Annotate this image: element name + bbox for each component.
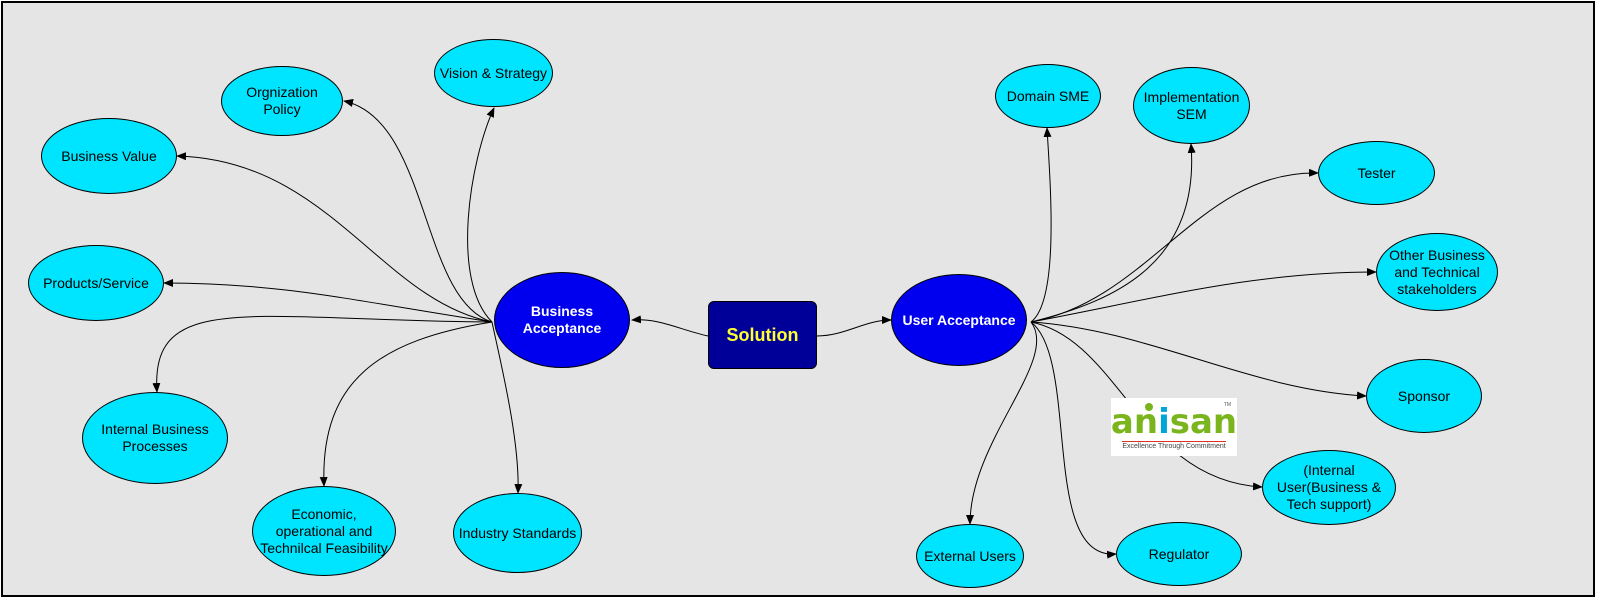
solution-label: Solution [726,324,799,345]
logo-tagline: Excellence Through Commitment [1122,440,1226,450]
implementation-sem-node[interactable]: Implementation SEM [1133,67,1250,144]
external-users-label: External Users [924,547,1016,564]
solution-node[interactable]: Solution [708,301,817,369]
link-solution-business [631,315,709,337]
industry-standards-label: Industry Standards [458,524,577,541]
link-user-external [966,321,1038,525]
link-user-sponsor [1030,321,1367,400]
internal-business-processes-node[interactable]: Internal Business Processes [82,392,228,484]
link-business-industry [491,321,523,494]
products-service-label: Products/Service [43,274,149,291]
link-user-regulator [1030,321,1117,559]
external-users-node[interactable]: External Users [916,524,1024,588]
link-business-orgpolicy [343,99,493,323]
logo-wordmark: anisan [1110,401,1238,442]
user-acceptance-label: User Acceptance [902,311,1016,328]
tester-label: Tester [1357,164,1396,181]
sponsor-label: Sponsor [1397,387,1451,404]
economic-feasibility-label: Economic, operational and Technilcal Fea… [260,505,388,556]
industry-standards-node[interactable]: Industry Standards [453,493,582,573]
internal-business-processes-label: Internal Business Processes [101,421,209,454]
implementation-sem-label: Implementation SEM [1143,88,1240,122]
logo-trademark: TM [1223,402,1231,408]
business-value-node[interactable]: Business Value [41,118,177,194]
economic-feasibility-node[interactable]: Economic, operational and Technilcal Fea… [252,486,396,576]
anisan-logo: anisan TM Excellence Through Commitment [1111,398,1237,456]
internal-user-node[interactable]: (Internal User(Business & Tech support) [1262,450,1396,525]
vision-strategy-node[interactable]: Vision & Strategy [434,39,553,107]
link-user-otherbiz [1030,268,1377,323]
link-business-products [163,279,493,323]
other-stakeholders-node[interactable]: Other Business and Technical stakeholder… [1376,233,1498,311]
regulator-label: Regulator [1148,545,1210,562]
link-business-vision [467,107,495,323]
logo-dot-icon [1144,402,1153,411]
link-user-tester [1030,168,1319,323]
link-business-bizvalue [176,152,493,323]
link-user-domainsme [1030,127,1052,323]
user-acceptance-node[interactable]: User Acceptance [891,274,1027,366]
regulator-node[interactable]: Regulator [1116,522,1242,586]
business-acceptance-node[interactable]: Business Acceptance [494,272,630,368]
products-service-node[interactable]: Products/Service [28,245,164,321]
business-value-label: Business Value [61,147,157,164]
organization-policy-label: Orgnization Policy [246,84,318,117]
internal-user-label: (Internal User(Business & Tech support) [1276,462,1382,512]
link-business-internal [152,315,493,393]
link-solution-user [816,316,892,337]
business-acceptance-label: Business Acceptance [522,303,602,336]
sponsor-node[interactable]: Sponsor [1366,359,1482,433]
organization-policy-node[interactable]: Orgnization Policy [221,66,343,136]
link-business-economic [319,321,493,487]
tester-node[interactable]: Tester [1318,141,1435,205]
domain-sme-label: Domain SME [1006,87,1090,104]
other-stakeholders-label: Other Business and Technical stakeholder… [1389,246,1485,297]
domain-sme-node[interactable]: Domain SME [995,64,1101,128]
vision-strategy-label: Vision & Strategy [439,64,548,81]
